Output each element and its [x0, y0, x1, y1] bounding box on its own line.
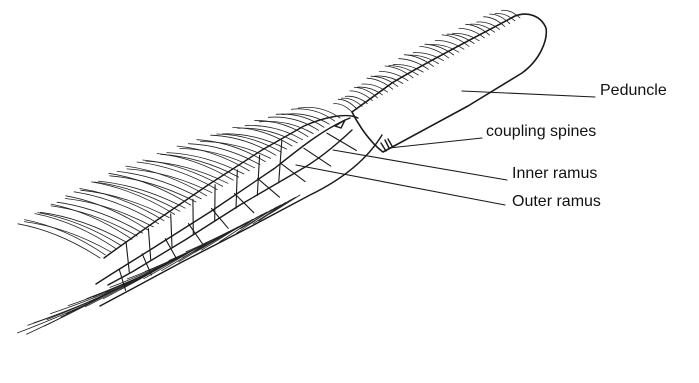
- seta: [342, 98, 363, 106]
- rami-upper-setae: [18, 107, 340, 258]
- peduncle-leader-line: [462, 91, 595, 97]
- seta: [211, 135, 276, 155]
- seta: [202, 224, 244, 250]
- seta: [24, 222, 110, 252]
- seta: [94, 182, 180, 211]
- seta: [180, 148, 255, 167]
- inner-ramus-leader-line: [333, 150, 507, 180]
- peduncle-setae: [334, 10, 520, 112]
- seta: [201, 142, 271, 159]
- seta: [291, 109, 334, 121]
- seta: [92, 182, 175, 215]
- seta: [219, 217, 257, 242]
- segment-division: [279, 141, 282, 183]
- segment-division: [304, 148, 331, 166]
- segment-division: [171, 214, 172, 247]
- coupling-spines-label: coupling spines: [486, 124, 596, 140]
- inner-ramus-outline: [104, 116, 358, 285]
- seta: [425, 44, 454, 55]
- seta: [237, 210, 272, 234]
- seta: [34, 293, 111, 323]
- coupling-spines-leader-line: [389, 138, 482, 148]
- seta: [179, 234, 224, 262]
- seta: [447, 34, 474, 43]
- seta: [197, 140, 265, 162]
- seta: [65, 199, 153, 227]
- inner-ramus-label: Inner ramus: [512, 166, 597, 182]
- segment-division: [257, 155, 259, 195]
- segment-division: [148, 229, 150, 260]
- seta: [188, 144, 260, 165]
- seta: [253, 202, 286, 224]
- seta: [484, 17, 505, 27]
- seta: [334, 104, 352, 112]
- peduncle-label: Peduncle: [600, 83, 667, 99]
- segment-division: [126, 243, 129, 272]
- outer-ramus-label: Outer ramus: [512, 194, 601, 210]
- seta: [404, 55, 433, 67]
- seta: [259, 200, 291, 221]
- seta: [66, 196, 148, 230]
- seta: [17, 300, 96, 333]
- seta: [87, 271, 153, 299]
- seta: [57, 202, 143, 233]
- seta: [25, 220, 106, 255]
